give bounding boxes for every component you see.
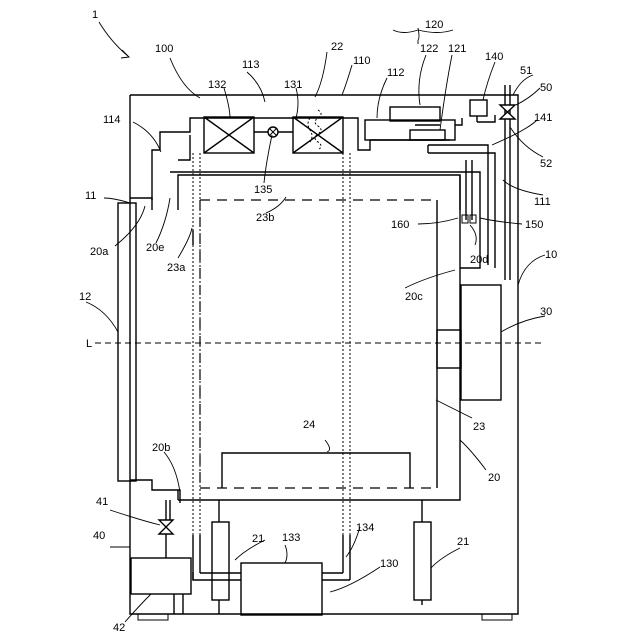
- label-L: L: [86, 338, 92, 350]
- label-135: 135: [254, 184, 272, 196]
- heat-exchanger-131: [293, 110, 343, 153]
- label-10: 10: [545, 249, 557, 261]
- label-41: 41: [96, 496, 108, 508]
- label-132: 132: [208, 79, 226, 91]
- label-11: 11: [85, 190, 96, 202]
- label-110: 110: [353, 55, 371, 67]
- labels: 1 100 22 120 140 51 50 113 110 112 122 1…: [79, 9, 557, 634]
- damper-right: [414, 500, 431, 605]
- heat-exchanger-132: [204, 117, 254, 153]
- label-141: 141: [534, 112, 552, 124]
- label-20b: 20b: [152, 442, 170, 454]
- label-52: 52: [540, 158, 552, 170]
- label-23b: 23b: [256, 212, 274, 224]
- label-120: 120: [425, 19, 443, 31]
- label-20e: 20e: [146, 242, 164, 254]
- label-50: 50: [540, 82, 552, 94]
- label-122: 122: [420, 43, 438, 55]
- lifter: [222, 453, 410, 488]
- motor: [437, 285, 501, 400]
- label-133: 133: [282, 532, 300, 544]
- label-121: 121: [448, 43, 466, 55]
- label-20c: 20c: [405, 291, 423, 303]
- label-1: 1: [92, 9, 98, 21]
- drum: [193, 200, 437, 488]
- label-30: 30: [540, 306, 552, 318]
- label-21-right: 21: [457, 536, 469, 548]
- label-100: 100: [155, 43, 173, 55]
- label-20: 20: [488, 472, 500, 484]
- label-21-left: 21: [252, 533, 264, 545]
- label-20d: 20d: [470, 254, 488, 266]
- label-23a: 23a: [167, 262, 186, 274]
- label-140: 140: [485, 51, 503, 63]
- water-supply: [428, 85, 515, 280]
- label-114: 114: [103, 114, 121, 126]
- label-20a: 20a: [90, 246, 109, 258]
- label-24: 24: [303, 419, 315, 431]
- drain-unit: [131, 500, 191, 614]
- label-23: 23: [473, 421, 485, 433]
- outer-tub: [152, 118, 480, 520]
- damper-left: [212, 500, 229, 614]
- label-42: 42: [113, 622, 125, 634]
- label-111: 111: [534, 196, 551, 208]
- label-130: 130: [380, 558, 398, 570]
- leader-lines: [86, 22, 545, 622]
- label-12: 12: [79, 291, 91, 303]
- label-22: 22: [331, 41, 343, 53]
- label-51: 51: [520, 65, 532, 77]
- label-113: 113: [242, 59, 260, 71]
- label-40: 40: [93, 530, 105, 542]
- label-131: 131: [284, 79, 302, 91]
- fan-unit: [365, 107, 462, 140]
- expansion-valve-135: [254, 127, 293, 137]
- label-150: 150: [525, 219, 543, 231]
- label-112: 112: [387, 67, 405, 79]
- label-134: 134: [356, 522, 374, 534]
- label-160: 160: [391, 219, 409, 231]
- compressor: [241, 563, 322, 615]
